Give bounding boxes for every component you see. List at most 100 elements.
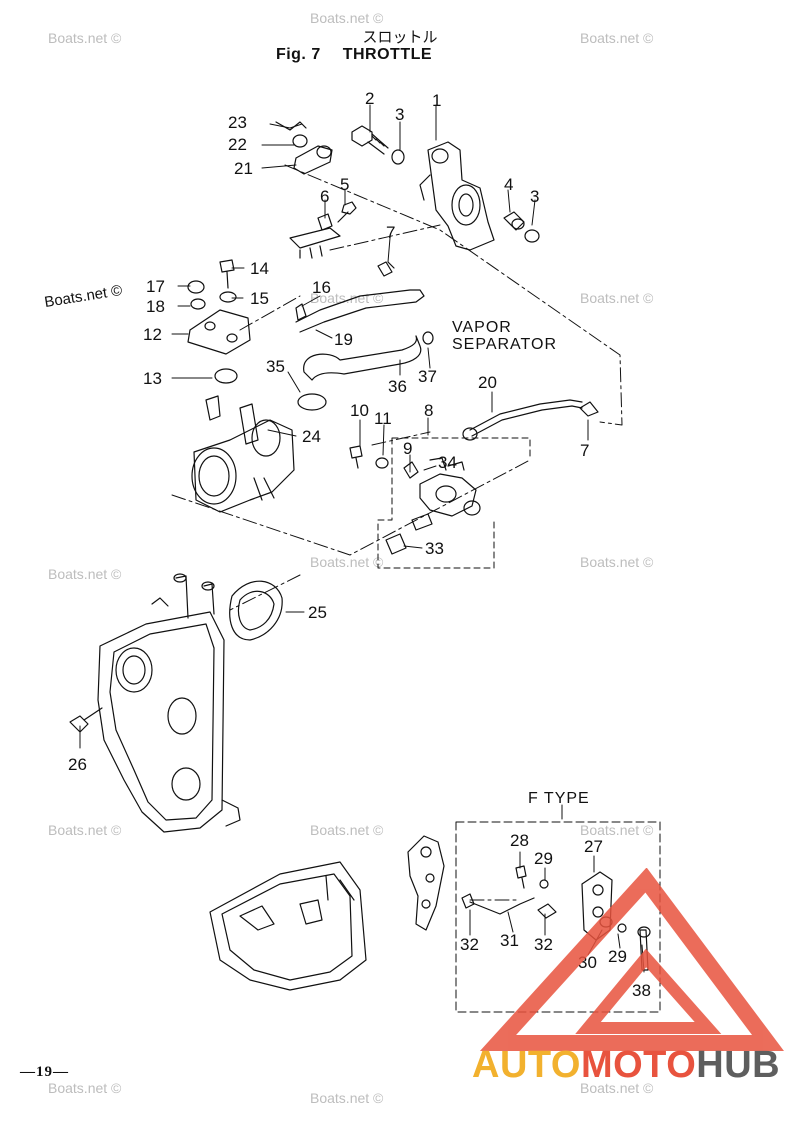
watermark: Boats.net © [580, 30, 654, 46]
washer-part [539, 879, 549, 889]
washer-part [190, 298, 206, 310]
callout-22: 22 [228, 135, 247, 154]
f-type-box [455, 821, 661, 1013]
callout-32: 32 [534, 935, 553, 954]
callout-32: 32 [460, 935, 479, 954]
callout-36: 36 [388, 377, 407, 396]
screw-part [337, 201, 357, 223]
callout-3: 3 [530, 187, 539, 206]
callout-labels: 1 2 3 4 3 5 6 23 22 21 7 14 16 17 15 18 … [68, 89, 651, 1000]
fitting-part [462, 427, 478, 441]
gasket-part [229, 580, 283, 641]
bolt-part [349, 445, 363, 469]
carburetor-linkage-part [403, 457, 481, 531]
fitting-part [295, 303, 307, 321]
callout-9: 9 [403, 439, 412, 458]
cap-part [385, 533, 407, 555]
figure-label: Fig. 7 [275, 46, 321, 63]
callout-6: 6 [320, 187, 329, 206]
throttle-lever-part [407, 835, 445, 931]
callout-23: 23 [228, 113, 247, 132]
callout-leaders [79, 104, 645, 973]
callout-38: 38 [632, 981, 651, 1000]
callout-11: 11 [374, 409, 392, 428]
throttle-lever-part [419, 141, 495, 251]
callout-31: 31 [500, 931, 519, 950]
callout-29: 29 [608, 947, 627, 966]
link-plate-part [289, 227, 341, 259]
bolt-part [515, 865, 527, 889]
logo-text-moto: MOTO [580, 1044, 697, 1086]
callout-12: 12 [143, 325, 162, 344]
callout-26: 26 [68, 755, 87, 774]
hole-detail [204, 321, 216, 331]
watermark: Boats.net © [310, 10, 384, 26]
washer-part [524, 229, 540, 243]
fitting-part [422, 331, 434, 345]
hole-detail [226, 333, 238, 343]
callout-2: 2 [365, 89, 374, 108]
callout-20: 20 [478, 373, 497, 392]
callout-7: 7 [580, 441, 589, 460]
lower-cowling-part [209, 861, 367, 991]
clip-part [275, 121, 307, 131]
fuel-hose-part [295, 289, 425, 333]
washer-part [375, 457, 389, 469]
vapor-label-line1: VAPOR [452, 319, 512, 336]
callout-4: 4 [504, 175, 513, 194]
pin-head-detail [637, 926, 651, 938]
rod-end-part [293, 145, 333, 175]
washer-part [391, 149, 405, 165]
callout-5: 5 [340, 175, 349, 194]
bolt-part [351, 125, 389, 155]
grommet-part [214, 368, 238, 384]
callout-37: 37 [418, 367, 437, 386]
washer-part [219, 291, 237, 303]
watermark: Boats.net © [310, 1090, 384, 1106]
callout-3: 3 [395, 105, 404, 124]
watermark: Boats.net © [580, 822, 654, 838]
callout-25: 25 [308, 603, 327, 622]
callout-8: 8 [424, 401, 433, 420]
clip-part [377, 261, 395, 277]
callout-18: 18 [146, 297, 165, 316]
callout-17: 17 [146, 277, 165, 296]
callout-13: 13 [143, 369, 162, 388]
callout-14: 14 [250, 259, 269, 278]
washer-part [617, 923, 627, 933]
watermark: Boats.net © [310, 822, 384, 838]
clip-part [579, 401, 599, 417]
carburetor-linkage-box [377, 437, 531, 569]
automotohub-logo [479, 868, 784, 1051]
vapor-hose-part [303, 335, 422, 381]
watermark: Boats.net © [580, 290, 654, 306]
callout-24: 24 [302, 427, 321, 446]
callout-15: 15 [250, 289, 269, 308]
mounting-plate-part [187, 309, 251, 355]
rod-end-part [537, 903, 557, 919]
page-number: —19— [20, 1064, 69, 1080]
rod-end-part [461, 893, 475, 909]
fuel-line-part [469, 399, 583, 437]
hose-clamp-part [297, 393, 327, 411]
bolt-part [219, 259, 235, 289]
callout-7: 7 [386, 223, 395, 242]
watermark: Boats.net © [310, 290, 384, 306]
callout-35: 35 [266, 357, 285, 376]
callout-16: 16 [312, 278, 331, 297]
callout-28: 28 [510, 831, 529, 850]
callout-19: 19 [334, 330, 353, 349]
logo-wordmark: AUTOMOTOHUB [472, 1044, 780, 1087]
nut-part [187, 280, 205, 294]
watermark: Boats.net © [48, 30, 122, 46]
throttle-body-part [191, 395, 295, 513]
collar-part [503, 211, 525, 231]
watermark: Boats.net © [580, 1080, 654, 1096]
watermark: Boats.net © [310, 554, 384, 570]
intake-manifold-part [97, 573, 241, 833]
callout-27: 27 [584, 837, 603, 856]
collar-part [317, 213, 333, 231]
callout-1: 1 [432, 91, 441, 110]
